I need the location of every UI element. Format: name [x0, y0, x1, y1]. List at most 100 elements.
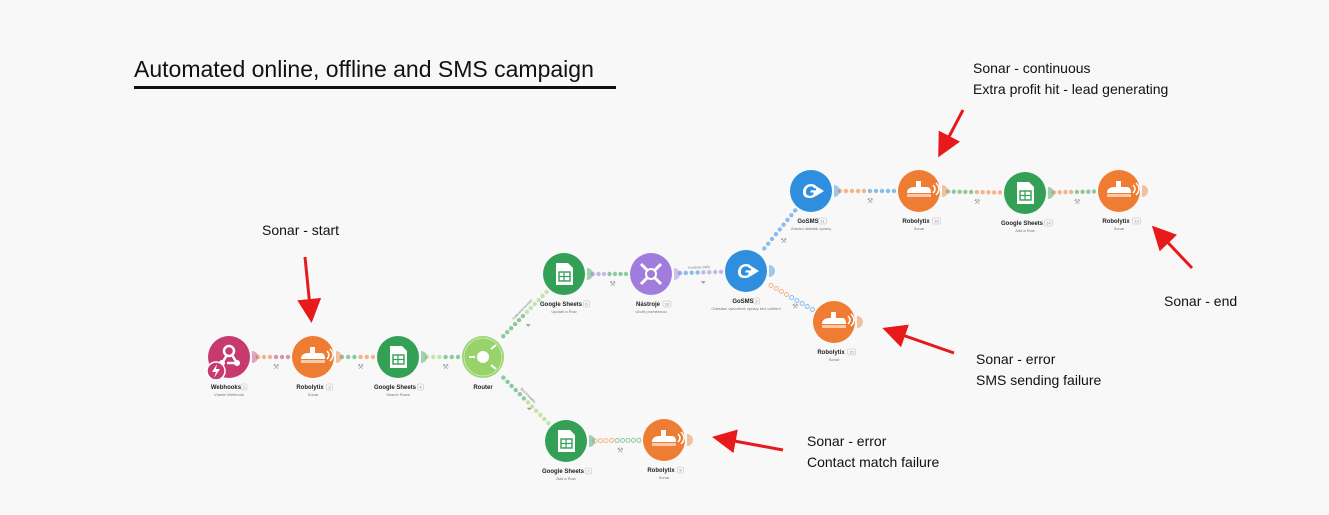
module-id-badge: [585, 467, 592, 475]
gosms-icon: G: [737, 261, 759, 283]
connection-dot: [762, 246, 767, 251]
connection-dot: [677, 270, 683, 276]
annotation-sonar-end: Sonar - end: [1164, 291, 1237, 312]
connection-dot: [766, 241, 771, 246]
module-id-badge: [1044, 219, 1053, 227]
svg-text:G: G: [737, 261, 753, 283]
tools-icon: [639, 262, 663, 286]
module-id-badge: [818, 217, 827, 225]
module-action: Uložit proměnnou: [635, 309, 666, 314]
wrench-icon[interactable]: ⚒: [867, 197, 873, 205]
connection-dot: [777, 227, 782, 232]
connection-nastroje-gosms1[interactable]: ⏷Kontrola SMS: [677, 265, 724, 287]
connection-dot: [855, 188, 861, 194]
output-handle[interactable]: [769, 265, 775, 277]
submarine-icon: [652, 430, 685, 446]
module-router[interactable]: Router: [462, 336, 504, 391]
arrow-sonar-end: [1151, 225, 1194, 270]
connection-router-sheets4[interactable]: ⏷Bez kontaktu: [501, 375, 551, 426]
connection-dot: [609, 438, 614, 443]
output-handle[interactable]: [1048, 187, 1054, 199]
module-action: Add a Row: [1015, 228, 1035, 233]
wrench-icon[interactable]: ⚒: [781, 237, 787, 245]
output-handle[interactable]: [252, 351, 258, 363]
connection-dot: [524, 309, 530, 315]
output-handle[interactable]: [674, 268, 680, 280]
connection-dot: [951, 189, 956, 194]
connection-dot: [431, 354, 436, 360]
module-id: 13: [1134, 219, 1139, 224]
wrench-icon[interactable]: ⚒: [273, 363, 279, 371]
connection-dot: [843, 188, 849, 194]
wrench-icon[interactable]: ⚒: [1074, 198, 1080, 206]
connection-dot: [449, 354, 454, 360]
module-id: 14: [1046, 221, 1051, 226]
module-action: Sonar: [914, 226, 925, 231]
module-circle[interactable]: [790, 170, 832, 212]
connection-dot: [873, 188, 879, 194]
connection-sheets1-router[interactable]: ⚒: [424, 354, 461, 371]
connection-dot: [516, 317, 522, 323]
wrench-icon[interactable]: ⚒: [358, 363, 364, 371]
connection-robolytix2-sheets3[interactable]: ⚒: [945, 189, 1003, 206]
connection-webhooks-robolytix1[interactable]: ⚒: [255, 354, 291, 371]
output-handle[interactable]: [1142, 185, 1148, 197]
wrench-icon[interactable]: ⚒: [610, 280, 616, 288]
output-handle[interactable]: [857, 316, 863, 328]
annotation-line: SMS sending failure: [976, 372, 1102, 388]
wrench-icon[interactable]: ⚒: [443, 363, 449, 371]
connection-dot: [592, 438, 598, 444]
connection-router-sheets2[interactable]: ⏷Nalezený kontakt: [501, 289, 549, 339]
filter-icon[interactable]: ⏷: [701, 280, 707, 287]
arrow-sonar-continuous: [938, 109, 965, 158]
connection-gosms1-robolytix4[interactable]: ⚒: [768, 283, 815, 312]
connection-dot: [623, 271, 629, 277]
wrench-icon[interactable]: ⚒: [974, 198, 980, 206]
output-handle[interactable]: [421, 351, 427, 363]
module-circle[interactable]: [725, 250, 767, 292]
wrench-icon[interactable]: ⚒: [617, 447, 623, 455]
output-handle[interactable]: [336, 351, 342, 363]
output-handle[interactable]: [942, 185, 948, 197]
module-action: Sonar: [829, 357, 840, 362]
connection-gosms2-robolytix2[interactable]: ⚒: [837, 188, 897, 205]
annotation-line: Sonar - end: [1164, 293, 1238, 309]
connection-dot: [501, 334, 506, 339]
connection-dot: [768, 283, 774, 288]
connection-dot: [997, 190, 1003, 195]
wrench-icon[interactable]: ⚒: [792, 303, 798, 311]
output-handle[interactable]: [834, 185, 840, 197]
annotation-sms-error: Sonar - error SMS sending failure: [976, 349, 1101, 391]
filter-icon[interactable]: ⏷: [527, 406, 533, 413]
connection-dot: [424, 354, 430, 360]
connection-dot: [590, 271, 596, 277]
connection-robolytix1-sheets1[interactable]: ⚒: [339, 354, 376, 371]
output-handle[interactable]: [587, 268, 593, 280]
connection-gosms1-gosms2[interactable]: ⚒: [762, 208, 798, 251]
connection-dot: [501, 375, 506, 380]
output-handle[interactable]: [687, 434, 693, 446]
filter-icon[interactable]: ⏷: [526, 323, 532, 330]
connection-sheets4-robolytix5[interactable]: ⚒: [592, 437, 642, 455]
output-handle[interactable]: [589, 435, 595, 447]
connection-dot: [963, 189, 968, 195]
connection-sheets3-robolytix3[interactable]: ⚒: [1051, 189, 1097, 206]
submarine-icon: [822, 312, 855, 328]
svg-text:G: G: [802, 181, 818, 203]
connection-sheets2-nastroje[interactable]: ⚒: [590, 271, 629, 288]
